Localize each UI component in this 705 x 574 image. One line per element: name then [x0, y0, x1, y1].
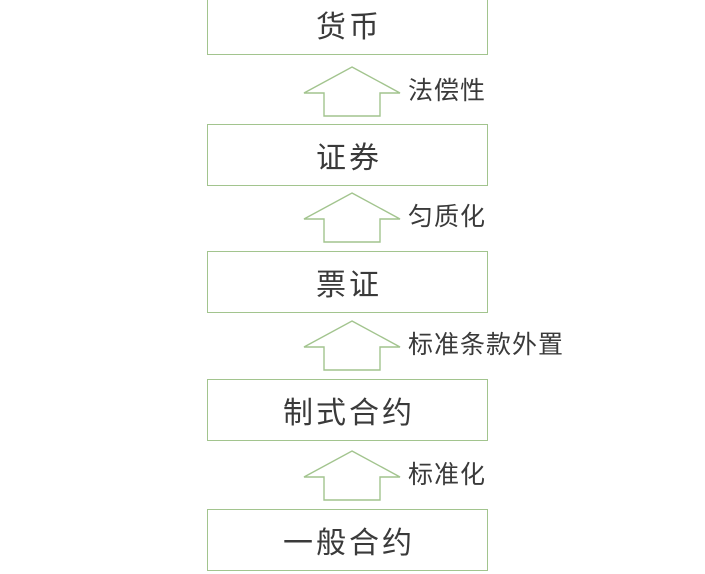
arrow-label-homogenization: 匀质化: [408, 203, 487, 231]
arrow-label-standardization: 标准化: [408, 461, 487, 489]
box-label: 一般合约: [283, 527, 415, 560]
flow-box-standard-contract: 制式合约: [207, 379, 488, 441]
up-arrow-icon: [303, 192, 401, 243]
arrow-label-terms-externalization: 标准条款外置: [408, 331, 565, 359]
box-label: 票证: [316, 269, 382, 302]
up-arrow-icon: [303, 450, 401, 501]
flow-box-securities: 证券: [207, 124, 488, 186]
flow-box-currency: 货币: [207, 0, 488, 55]
flow-box-voucher: 票证: [207, 251, 488, 313]
flow-box-general-contract: 一般合约: [207, 509, 488, 571]
arrow-label-legal-tender: 法偿性: [408, 77, 487, 105]
box-label: 货币: [316, 11, 382, 44]
box-label: 证券: [316, 142, 382, 175]
box-label: 制式合约: [283, 397, 415, 430]
up-arrow-icon: [303, 66, 401, 117]
up-arrow-icon: [303, 320, 401, 371]
